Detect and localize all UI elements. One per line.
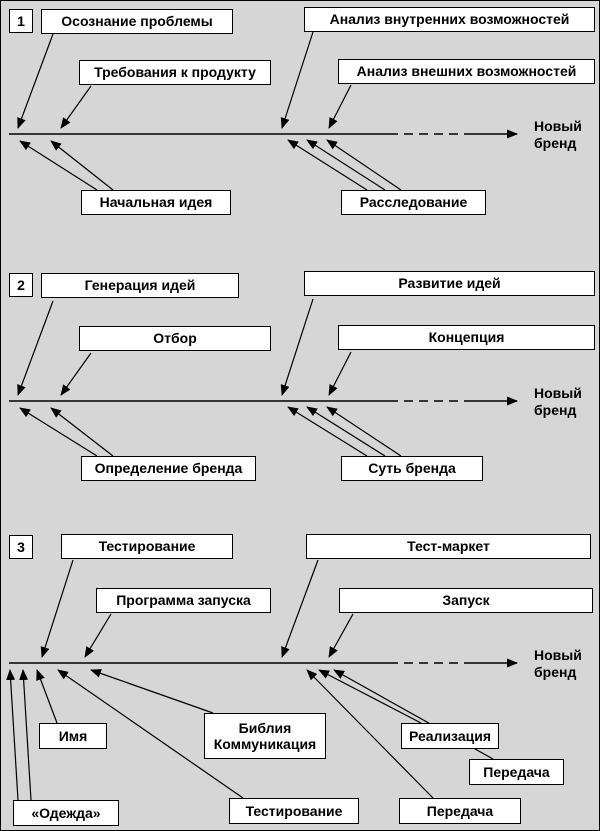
box-launch: Запуск xyxy=(339,588,593,613)
connectors-1 xyxy=(17,31,402,191)
box-name: Имя xyxy=(39,723,107,749)
box-selection: Отбор xyxy=(79,326,271,351)
box-brand-definition: Определение бренда xyxy=(81,456,256,481)
box-problem-awareness: Осознание проблемы xyxy=(41,9,233,34)
box-test-market: Тест-маркет xyxy=(306,534,591,559)
box-transfer-right: Передача xyxy=(469,759,564,785)
box-idea-generation: Генерация идей xyxy=(41,273,239,298)
box-initial-idea: Начальная идея xyxy=(81,190,231,215)
box-investigation: Расследование xyxy=(341,190,486,215)
stage-2-badge: 2 xyxy=(9,273,33,297)
box-concept: Концепция xyxy=(338,325,595,350)
new-brand-label-3: Новый бренд xyxy=(534,647,582,680)
box-launch-program: Программа запуска xyxy=(96,588,271,613)
box-transfer-bottom: Передача xyxy=(399,798,521,824)
new-brand-label-2: Новый бренд xyxy=(534,385,582,418)
connectors-3 xyxy=(6,559,494,801)
box-product-requirements: Требования к продукту xyxy=(79,60,271,85)
stage-1-badge: 1 xyxy=(9,9,33,33)
new-brand-label-1: Новый бренд xyxy=(534,118,582,151)
box-brand-essence: Суть бренда xyxy=(341,456,483,481)
box-clothing: «Одежда» xyxy=(13,800,119,826)
box-testing-top: Тестирование xyxy=(61,534,233,559)
box-testing-bottom: Тестирование xyxy=(229,798,359,824)
stage-3-badge: 3 xyxy=(9,535,33,559)
box-realization: Реализация xyxy=(401,723,499,749)
box-external-capabilities-analysis: Анализ внешних возможностей xyxy=(338,59,595,84)
box-communication-bible: Библия Коммуникация xyxy=(204,713,326,759)
box-idea-development: Развитие идей xyxy=(304,271,595,296)
box-internal-capabilities-analysis: Анализ внутренних возможностей xyxy=(304,7,595,32)
connectors-2 xyxy=(17,298,402,457)
